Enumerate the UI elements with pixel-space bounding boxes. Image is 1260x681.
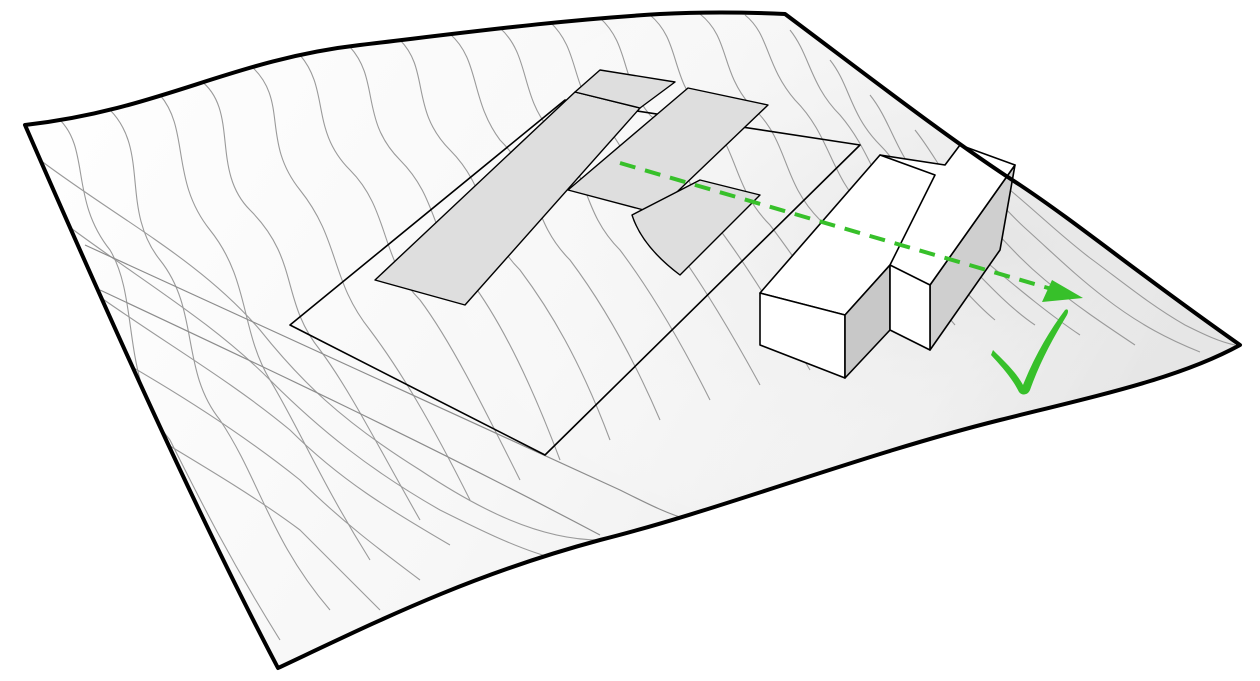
slab-mid [567, 87, 769, 214]
slab-curve [631, 179, 761, 276]
paving-slabs [374, 69, 769, 306]
slab-top-cap [574, 69, 676, 109]
checkmark-icon [991, 309, 1069, 395]
proposed-building-block [759, 144, 1016, 379]
direction-arrow-icon [619, 161, 1083, 302]
site-boundary [289, 99, 861, 456]
road-strip [84, 244, 691, 536]
terrain-edge [23, 10, 1242, 670]
